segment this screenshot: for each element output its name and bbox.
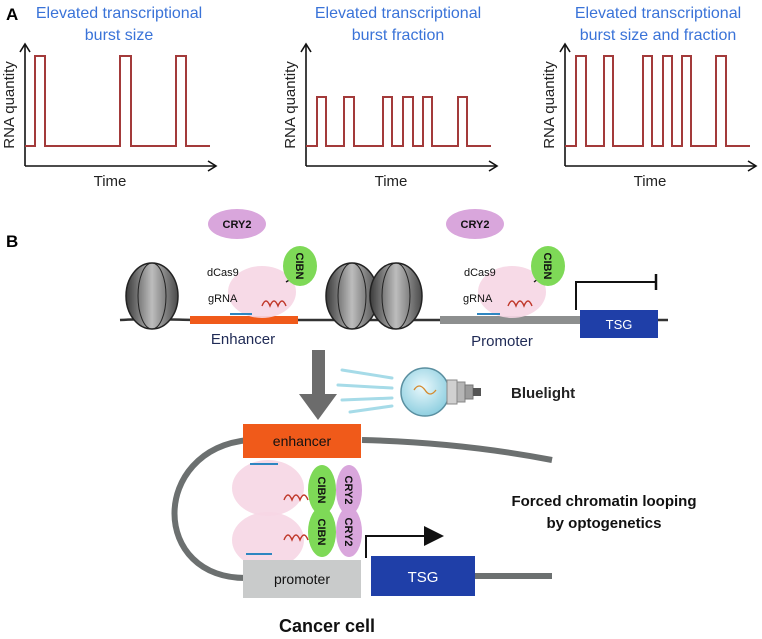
cry2-loop-lower: CRY2: [336, 507, 362, 557]
svg-text:CIBN: CIBN: [315, 519, 327, 546]
grna-label-prom: gRNA: [463, 293, 493, 305]
panel-a-label: A: [6, 5, 18, 24]
plot-3-trace: [565, 55, 750, 147]
plot-1-trace: [25, 55, 210, 147]
cibn-loop-lower: CIBN: [308, 507, 336, 557]
looping-caption-line2: by optogenetics: [546, 515, 661, 532]
svg-text:CRY2: CRY2: [342, 476, 354, 505]
nucleosome-1: [125, 262, 179, 330]
tsg-bottom: TSG: [371, 556, 475, 596]
svg-text:CRY2: CRY2: [342, 518, 354, 547]
lightbulb-icon: [400, 367, 481, 417]
dcas9-complex-enhancer: dCas9 gRNA CIBN: [207, 246, 317, 318]
plot-3-title-line2: burst size and fraction: [580, 27, 737, 44]
plot-burst-size: Elevated transcriptional burst size RNA …: [1, 5, 218, 190]
looping-caption-line1: Forced chromatin looping: [511, 493, 696, 510]
svg-text:CRY2: CRY2: [223, 219, 252, 231]
plot-2-trace: [306, 96, 491, 147]
dcas9-loop-upper: [232, 460, 309, 516]
plot-burst-size-and-fraction: Elevated transcriptional burst size and …: [541, 5, 758, 190]
promoter-box: promoter: [243, 560, 361, 598]
plot-2-xlabel: Time: [375, 173, 408, 190]
svg-text:TSG: TSG: [606, 317, 633, 332]
cry2-loop-upper: CRY2: [336, 465, 362, 515]
dcas9-loop-lower: [232, 512, 309, 568]
enhancer-label: Enhancer: [211, 331, 275, 348]
nucleosome-2: [325, 262, 379, 330]
down-arrow: [299, 350, 337, 420]
plot-3-xlabel: Time: [634, 173, 667, 190]
svg-text:CRY2: CRY2: [461, 219, 490, 231]
cry2-free-left: CRY2: [208, 209, 266, 239]
plot-1-xlabel: Time: [94, 173, 127, 190]
bluelight-label: Bluelight: [511, 385, 575, 402]
dna-loop-upper: [361, 437, 553, 463]
cry2-free-right: CRY2: [446, 209, 504, 239]
cibn-enh: CIBN: [293, 253, 305, 280]
svg-text:CIBN: CIBN: [315, 477, 327, 504]
plot-2-title-line2: burst fraction: [352, 27, 444, 44]
svg-text:enhancer: enhancer: [273, 433, 332, 449]
cibn-prom: CIBN: [541, 253, 553, 280]
grna-label-enh: gRNA: [208, 293, 238, 305]
transcription-arrow: [365, 526, 444, 558]
cibn-loop-upper: CIBN: [308, 465, 336, 515]
svg-text:TSG: TSG: [408, 569, 439, 586]
light-rays: [336, 368, 394, 414]
promoter-segment: [440, 316, 580, 324]
enhancer-segment: [190, 316, 298, 324]
plot-3-title-line1: Elevated transcriptional: [575, 5, 741, 22]
plot-2-title-line1: Elevated transcriptional: [315, 5, 481, 22]
dna-loop-curve: [171, 437, 249, 582]
plot-2-ylabel: RNA quantity: [282, 61, 299, 149]
plot-1-ylabel: RNA quantity: [1, 61, 18, 149]
tsg-top: TSG: [580, 310, 658, 338]
cancer-cell-label: Cancer cell: [279, 616, 375, 636]
dcas9-label-enh: dCas9: [207, 267, 239, 279]
enhancer-box: enhancer: [243, 424, 361, 458]
nucleosome-3: [369, 262, 423, 330]
plot-burst-fraction: Elevated transcriptional burst fraction …: [282, 5, 499, 190]
svg-text:promoter: promoter: [274, 571, 330, 587]
plot-1-title-line1: Elevated transcriptional: [36, 5, 202, 22]
panel-b-label: B: [6, 232, 18, 251]
tss-blocked-arrow: [575, 281, 656, 310]
dcas9-label-prom: dCas9: [464, 267, 496, 279]
dcas9-complex-promoter: dCas9 gRNA CIBN: [463, 246, 565, 318]
promoter-label: Promoter: [471, 333, 533, 350]
plot-1-title-line2: burst size: [85, 27, 154, 44]
plot-3-ylabel: RNA quantity: [541, 61, 558, 149]
